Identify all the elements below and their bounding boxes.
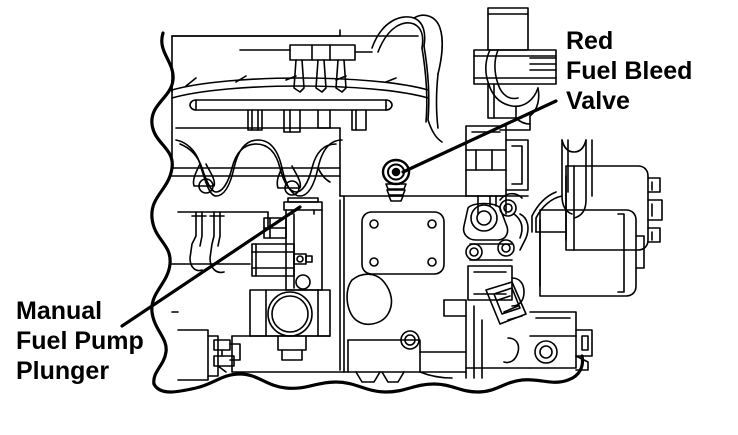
v-belt-pulley (531, 139, 593, 233)
oil-pan (343, 299, 593, 379)
callout-line-2: Fuel Pump (16, 327, 144, 355)
callout-manual-fuel-pump-plunger: Manual Fuel Pump Plunger (16, 296, 144, 386)
fuel-pump-body (249, 197, 331, 361)
intake-pipe (487, 7, 529, 51)
inspection-cover-plate (361, 211, 445, 275)
callout-line-3: Plunger (16, 357, 110, 385)
governor-linkage (462, 192, 529, 325)
fuel-rail (189, 99, 393, 111)
cutaway-break-line-bottom (152, 354, 585, 394)
leader-line-red-fuel-bleed-valve (401, 99, 558, 174)
lower-left-housing (177, 329, 241, 381)
callout-line-1: Red (566, 27, 614, 55)
block-side-wall (171, 127, 467, 373)
rocker-cover-deck (171, 75, 429, 99)
engine-mount-pad (346, 273, 393, 326)
pan-details (355, 299, 467, 383)
bleed-valve-knob (381, 158, 411, 202)
block-lower-wall (171, 263, 345, 373)
engine-harness-tubes (371, 14, 443, 143)
injector-lines (239, 44, 373, 93)
alternator-body (539, 165, 663, 297)
exhaust-manifold (175, 127, 343, 197)
cutaway-break-line-left (150, 31, 175, 386)
callout-line-2: Fuel Bleed (566, 57, 693, 85)
turbocharger-elbow (473, 49, 557, 131)
block-top-edge (171, 29, 341, 37)
leader-line-manual-fuel-pump-plunger (120, 205, 302, 328)
callout-line-3: Valve (566, 87, 630, 115)
callout-line-1: Manual (16, 297, 103, 325)
callout-red-fuel-bleed-valve: Red Fuel Bleed Valve (566, 26, 692, 116)
fuel-pump-plunger-cap (283, 197, 323, 215)
